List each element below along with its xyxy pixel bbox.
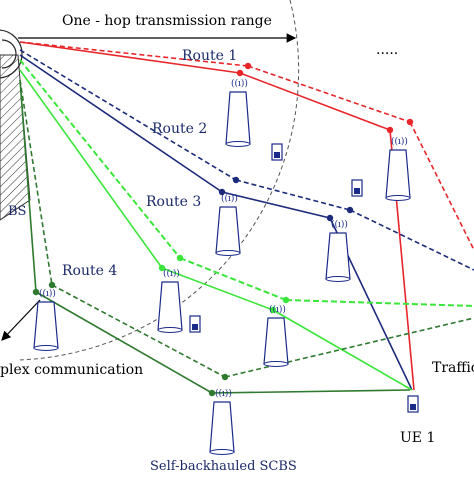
scbs-tower-route2-b: ((ı)) xyxy=(325,219,351,282)
route-3-label: Route 3 xyxy=(146,194,201,210)
scbs-tower-route1-a: ((ı)) xyxy=(225,78,251,147)
route-2 xyxy=(19,49,474,391)
ue-1-phone-icon xyxy=(407,395,419,413)
scbs-tower-route3-a: ((ı)) xyxy=(157,268,183,333)
svg-text:((ı)): ((ı)) xyxy=(231,78,248,89)
route-3 xyxy=(19,59,474,391)
svg-text:((ı)): ((ı)) xyxy=(39,288,56,299)
ue-1-label: UE 1 xyxy=(400,430,435,446)
mobile-phone-icon xyxy=(189,315,201,333)
route-4 xyxy=(19,79,474,394)
mobile-phone-icon xyxy=(271,143,283,161)
route-2-label: Route 2 xyxy=(152,121,207,137)
scbs-tower-route1-b: ((ı)) xyxy=(385,136,411,201)
scbs-tower-route3-b: ((ı)) xyxy=(263,304,289,367)
macro-base-station xyxy=(0,29,31,221)
range-label: One - hop transmission range xyxy=(62,13,272,29)
bs-label: BS xyxy=(8,204,26,219)
ellipsis-label: ..... xyxy=(376,42,398,58)
scbs-tower-route4-a: ((ı)) xyxy=(33,288,59,351)
route-1-label: Route 1 xyxy=(182,48,237,64)
traffic-label: Traffic xyxy=(432,360,474,376)
svg-text:((ı)): ((ı)) xyxy=(215,388,232,399)
scbs-tower-route4-b: ((ı)) xyxy=(209,388,235,455)
mobile-phone-icon xyxy=(351,179,363,197)
svg-text:((ı)): ((ı)) xyxy=(331,219,348,230)
scbs-label: Self-backhauled SCBS xyxy=(150,459,297,474)
route-4-label: Route 4 xyxy=(62,263,117,279)
scbs-tower-route2-a: ((ı)) xyxy=(215,193,241,256)
svg-text:((ı)): ((ı)) xyxy=(391,136,408,147)
route-nodes xyxy=(32,62,414,397)
duplex-arrow xyxy=(1,299,41,341)
svg-text:((ı)): ((ı)) xyxy=(221,193,238,204)
duplex-label: plex communication xyxy=(0,362,143,378)
route-1 xyxy=(19,41,474,391)
svg-text:((ı)): ((ı)) xyxy=(163,268,180,279)
svg-text:((ı)): ((ı)) xyxy=(269,304,286,315)
